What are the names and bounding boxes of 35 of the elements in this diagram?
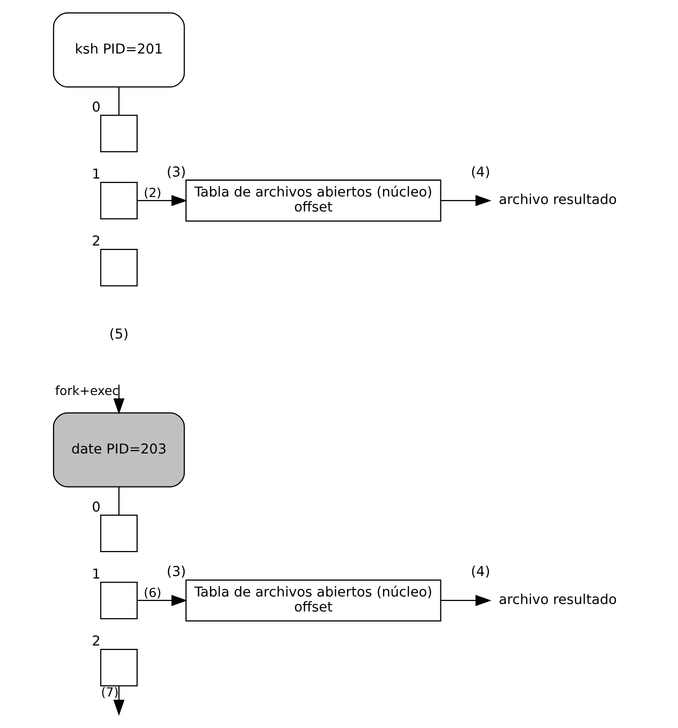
node-box: [100, 182, 138, 220]
node-label: 1: [91, 166, 100, 183]
node-box: ksh PID=201: [52, 12, 184, 88]
arrow: [440, 195, 491, 206]
edge-label: (2): [143, 184, 161, 200]
node-box: date PID=203: [52, 412, 184, 488]
node-box: [100, 648, 138, 686]
node-label: 1: [91, 566, 100, 582]
node-box: [100, 114, 138, 152]
node-text: archivo resultado: [498, 592, 616, 608]
arrow: [112, 686, 124, 716]
label: (5): [108, 326, 128, 342]
node-text: archivo resultado: [498, 192, 616, 208]
node-label: (4): [470, 564, 490, 580]
edge-label: (7): [100, 684, 118, 700]
node-box: [100, 514, 138, 552]
node-box: [100, 248, 138, 286]
connector: [118, 486, 119, 515]
arrow: [136, 195, 187, 206]
node-label: 2: [91, 234, 100, 250]
node-label: 0: [91, 99, 100, 116]
node-label: (3): [166, 164, 186, 180]
arrow: [136, 594, 187, 606]
edge-label: fork+exec: [54, 382, 119, 398]
node-box: [100, 582, 138, 620]
node-label: 2: [91, 634, 100, 650]
edge-label: (6): [143, 584, 161, 600]
arrow: [112, 384, 124, 414]
node-label: (4): [470, 164, 490, 180]
node-label: 0: [91, 499, 100, 516]
arrow: [440, 594, 491, 606]
node-label: (3): [166, 564, 186, 580]
connector: [118, 86, 119, 115]
node-box: Tabla de archivos abiertos (núcleo) offset: [184, 579, 441, 622]
node-box: Tabla de archivos abiertos (núcleo) offset: [184, 180, 441, 222]
